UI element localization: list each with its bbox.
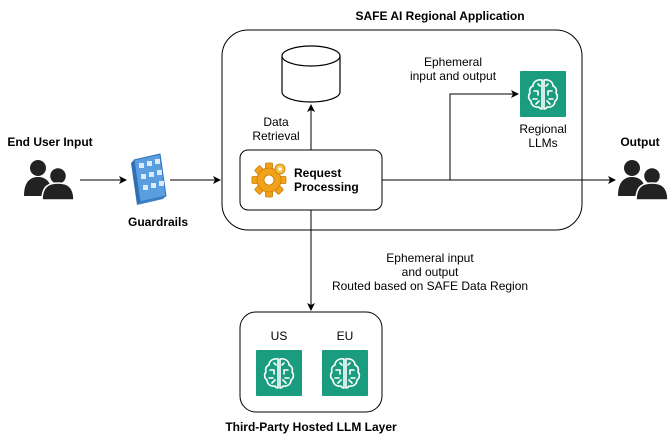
request-processing-line-1: Request [294,166,342,180]
output-label: Output [620,135,660,149]
guardrails-label: Guardrails [127,215,189,229]
region-us-label: US [270,329,288,343]
request-processing-line-2: Processing [294,180,359,194]
regional-llm-icon [520,71,566,117]
database-icon [281,45,341,103]
third-party-container [239,311,383,413]
end-user-label: End User Input [7,135,93,149]
regional-ephemeral-label: Ephemeral input and output [398,55,508,83]
data-retrieval-label: Data Retrieval [244,115,308,143]
regional-ephemeral-line-2: input and output [409,69,497,83]
third-party-ephemeral-line-2: and output [401,265,459,279]
data-retrieval-line-2: Retrieval [252,129,300,143]
eu-llm-icon [322,350,368,396]
us-llm-icon [256,350,302,396]
llm-brain-icon [527,79,559,110]
third-party-routing-line: Routed based on SAFE Data Region [331,279,529,293]
guardrails-icon [131,153,167,205]
third-party-layer-label: Third-Party Hosted LLM Layer [225,420,397,434]
request-processing-label: Request Processing [286,166,366,194]
app-container [221,29,583,231]
output-user-icon [618,160,669,201]
regional-llms-line-1: Regional [519,122,567,136]
third-party-ephemeral-line-1: Ephemeral input [386,251,474,265]
third-party-ephemeral-label: Ephemeral input and output Routed based … [330,251,530,293]
regional-llms-line-2: LLMs [528,136,558,150]
llm-brain-icon [263,358,295,389]
user-icon [24,160,75,201]
app-title: SAFE AI Regional Application [355,9,525,23]
gear-icon [251,162,287,198]
region-eu-label: EU [336,329,354,343]
regional-llms-label: Regional LLMs [513,122,573,150]
llm-brain-icon [329,358,361,389]
data-retrieval-line-1: Data [263,115,289,129]
arrow-to-regional-llms [449,90,519,180]
regional-ephemeral-line-1: Ephemeral [423,55,483,69]
